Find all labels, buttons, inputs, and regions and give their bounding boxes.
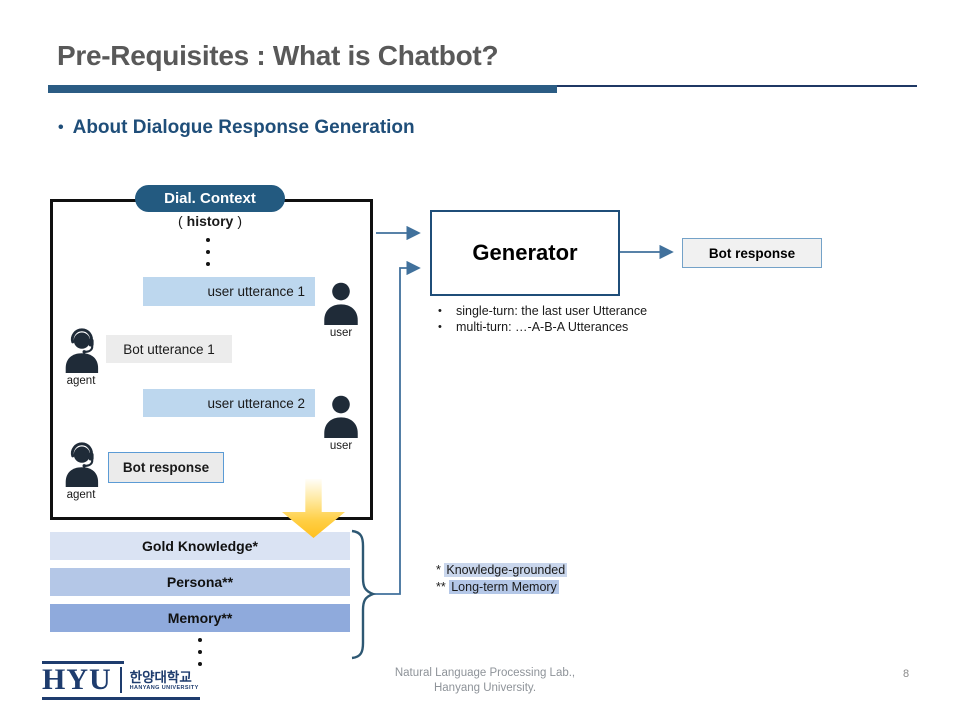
history-paren-open: ( xyxy=(177,213,183,229)
hyu-logo: HYU 한양대학교 HANYANG UNIVERSITY xyxy=(42,661,200,700)
page-title: Pre-Requisites : What is Chatbot? xyxy=(57,40,499,71)
note-bullet: • xyxy=(438,321,442,333)
generator-box: Generator xyxy=(430,210,620,296)
logo-names: 한양대학교 HANYANG UNIVERSITY xyxy=(130,670,199,691)
user-label: user xyxy=(329,327,353,339)
arrow-sources-to-generator xyxy=(372,260,421,595)
user-utterance-1: user utterance 1 xyxy=(143,277,315,306)
logo-row: HYU 한양대학교 HANYANG UNIVERSITY xyxy=(42,664,200,697)
note-single-turn: single-turn: the last user Utterance xyxy=(456,304,648,318)
subtitle: • About Dialogue Response Generation xyxy=(58,117,415,139)
user-utterance-2: user utterance 2 xyxy=(143,389,315,417)
subtitle-text: About Dialogue Response Generation xyxy=(72,117,415,138)
logo-divider xyxy=(119,667,122,693)
bot-utterance-1: Bot utterance 1 xyxy=(106,335,232,363)
vertical-ellipsis xyxy=(196,638,204,666)
footnote-text-memory: Long-term Memory xyxy=(449,580,559,594)
logo-bottom-bar xyxy=(42,697,200,700)
footnote-memory: ** Long-term Memory xyxy=(436,579,567,596)
agent-label: agent xyxy=(66,489,96,501)
note-multi-turn: multi-turn: …-A-B-A Utterances xyxy=(456,320,629,334)
dialog-context-pill: Dial. Context xyxy=(135,185,285,212)
generator-notes: • single-turn: the last user Utterance • m… xyxy=(438,303,647,335)
agent-icon xyxy=(65,442,99,487)
bot-response-bubble: Bot response xyxy=(108,452,224,483)
footnote-marker: ** xyxy=(436,580,446,594)
source-memory: Memory** xyxy=(50,604,350,632)
footnote-text-knowledge: Knowledge-grounded xyxy=(444,563,568,577)
logo-english-name: HANYANG UNIVERSITY xyxy=(129,684,199,691)
curly-brace xyxy=(351,529,377,660)
history-paren-close: ) xyxy=(237,213,243,229)
footer-university-line: Hanyang University. xyxy=(433,682,537,694)
user-label: user xyxy=(329,440,353,452)
generator-note-row: • single-turn: the last user Utterance xyxy=(438,303,647,319)
history-word: history xyxy=(186,213,234,229)
title-accent-line xyxy=(557,85,917,87)
agent-icon xyxy=(65,328,99,373)
history-label: (history) xyxy=(50,213,370,229)
note-bullet: • xyxy=(438,305,442,317)
footnote-knowledge: * Knowledge-grounded xyxy=(436,562,568,579)
agent-label: agent xyxy=(66,375,96,387)
logo-top-bar xyxy=(42,661,124,664)
source-gold-knowledge: Gold Knowledge* xyxy=(50,532,350,560)
title-accent-bar xyxy=(48,85,557,93)
subtitle-bullet: • xyxy=(58,119,64,136)
logo-acronym: HYU xyxy=(42,663,112,696)
footnote-marker: * xyxy=(436,563,441,577)
user-icon xyxy=(324,395,358,438)
footnotes: * Knowledge-grounded ** Long-term Memory xyxy=(436,562,568,596)
page-number: 8 xyxy=(902,668,910,680)
bot-response-output-box: Bot response xyxy=(682,238,822,268)
source-persona: Persona** xyxy=(50,568,350,596)
user-icon xyxy=(324,282,358,325)
footer-lab-line: Natural Language Processing Lab., xyxy=(394,667,576,679)
generator-note-row: • multi-turn: …-A-B-A Utterances xyxy=(438,319,647,335)
logo-korean-name: 한양대학교 xyxy=(129,669,192,685)
vertical-ellipsis xyxy=(204,238,212,266)
footer-credit: Natural Language Processing Lab., Hanyan… xyxy=(355,666,615,696)
